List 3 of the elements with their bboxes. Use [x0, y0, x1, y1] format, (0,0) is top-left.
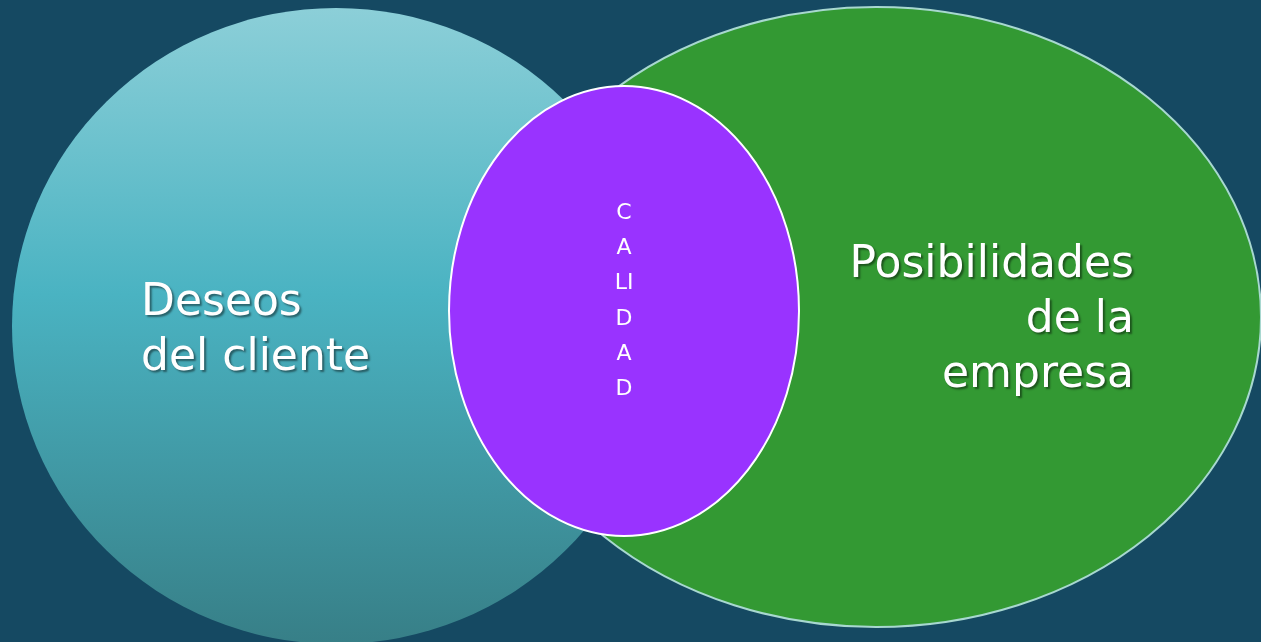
set-label: CALIDAD — [613, 198, 635, 402]
set-label: Deseos del cliente — [141, 273, 372, 382]
set-label: Posibilidades de la empresa — [848, 235, 1134, 399]
